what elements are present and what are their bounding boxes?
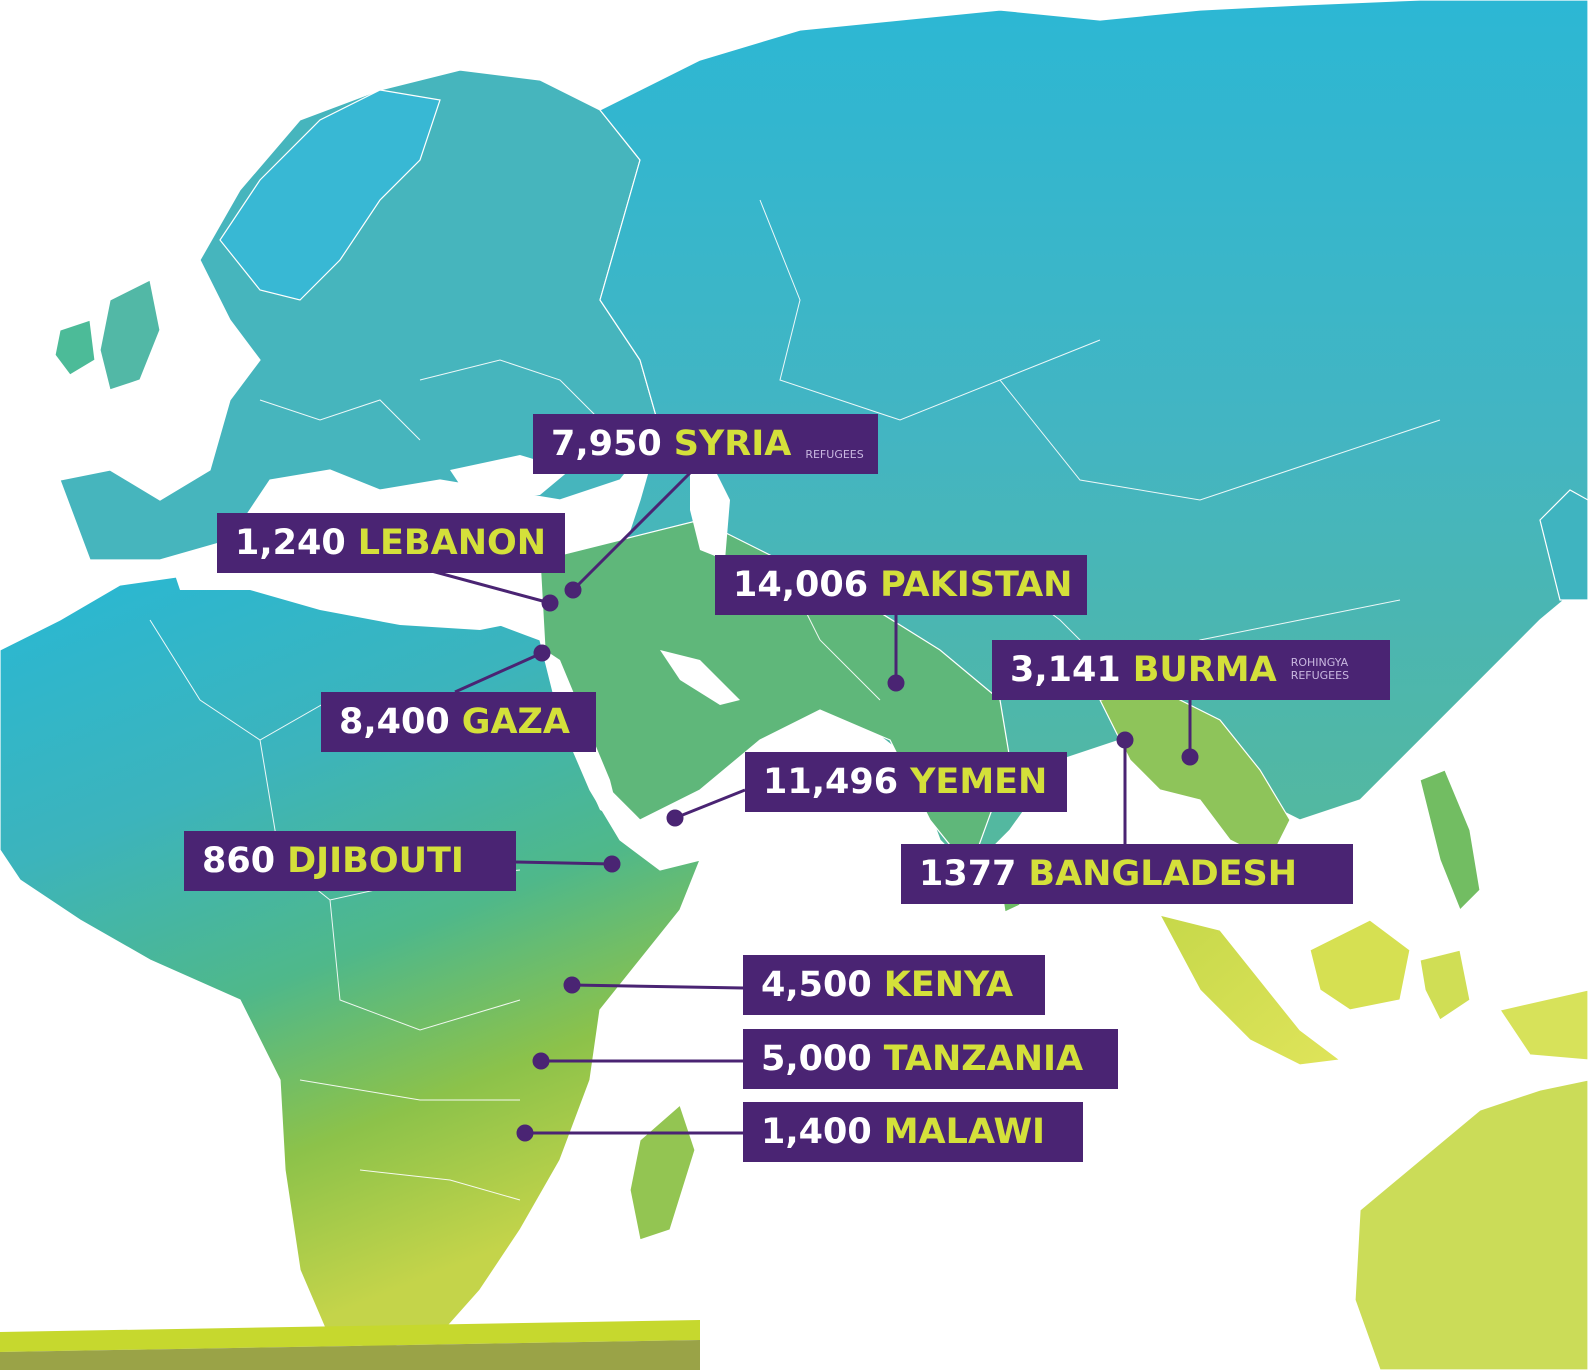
label-malawi: 1,400 MALAWI [743,1102,1083,1162]
label-tanzania-number: 5,000 [761,1038,872,1079]
label-pakistan: 14,006 PAKISTAN [715,555,1087,615]
caspian-sea [690,460,730,560]
label-syria-number: 7,950 [551,423,662,464]
label-bangladesh: 1377 BANGLADESH [901,844,1353,904]
ireland-landmass [54,319,96,376]
new-guinea-landmass [1499,989,1588,1061]
footer-band [0,1340,700,1370]
label-malawi-country: MALAWI [883,1111,1046,1152]
label-burma-number: 3,141 [1010,649,1121,690]
label-syria-country: SYRIA [673,423,792,464]
label-tanzania-country: TANZANIA [883,1038,1084,1079]
label-syria-note: REFUGEES [805,448,864,462]
label-lebanon-country: LEBANON [357,522,547,563]
label-yemen-country: YEMEN [910,761,1048,802]
label-lebanon-number: 1,240 [235,522,346,563]
label-yemen-number: 11,496 [763,761,899,802]
label-djibouti: 860 DJIBOUTI [184,831,516,891]
borneo-landmass [1309,919,1411,1011]
label-pakistan-country: PAKISTAN [880,564,1073,605]
label-bangladesh-number: 1377 [919,853,1017,894]
madagascar-landmass [629,1103,696,1241]
japan-landmass [1539,489,1588,601]
label-lebanon: 1,240 LEBANON [217,513,565,573]
label-djibouti-country: DJIBOUTI [287,840,464,881]
indonesia-landmass [1158,914,1342,1066]
label-kenya: 4,500 KENYA [743,955,1045,1015]
label-pakistan-number: 14,006 [733,564,869,605]
label-kenya-country: KENYA [883,964,1014,1005]
footer-stripe [0,1320,700,1352]
label-burma: 3,141 BURMA ROHINGYA REFUGEES [992,640,1390,700]
philippines-landmass [1419,769,1481,912]
label-djibouti-number: 860 [202,840,276,881]
label-tanzania: 5,000 TANZANIA [743,1029,1118,1089]
sulawesi-landmass [1419,949,1471,1021]
australia-landmass [1354,1079,1588,1370]
label-bangladesh-country: BANGLADESH [1028,853,1298,894]
label-burma-country: BURMA [1132,649,1277,690]
scandinavia-landmass [219,89,441,301]
label-gaza-country: GAZA [461,701,570,742]
label-gaza-number: 8,400 [339,701,450,742]
persian-gulf [660,650,740,705]
label-burma-note: ROHINGYA REFUGEES [1290,656,1350,682]
label-malawi-number: 1,400 [761,1111,872,1152]
label-yemen: 11,496 YEMEN [745,752,1067,812]
connector-lines [412,466,1199,1142]
label-kenya-number: 4,500 [761,964,872,1005]
uk-landmass [99,279,161,391]
label-syria: 7,950 SYRIA REFUGEES [533,414,878,474]
label-gaza: 8,400 GAZA [321,692,596,752]
